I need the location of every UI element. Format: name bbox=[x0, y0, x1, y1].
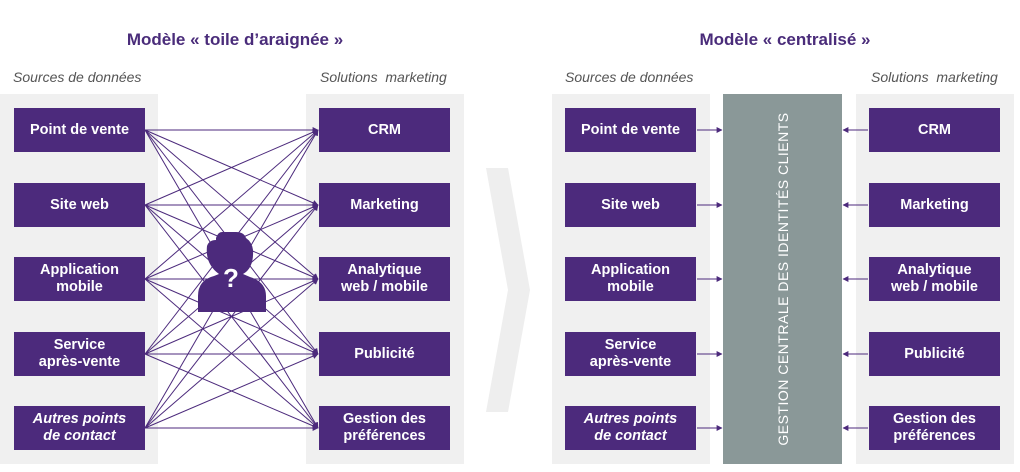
right-solution-crm: CRM bbox=[869, 108, 1000, 152]
right-source-service-apres-vente: Service après-vente bbox=[565, 332, 696, 376]
spider-connector-line bbox=[144, 129, 319, 280]
left-source-application-mobile: Application mobile bbox=[14, 257, 145, 301]
spider-connector-line bbox=[144, 129, 319, 206]
left-diagram-title: Modèle « toile d’araignée » bbox=[126, 30, 344, 49]
left-source-autres-points: Autres points de contact bbox=[14, 406, 145, 450]
question-mark-icon: ? bbox=[223, 263, 239, 293]
right-source-point-de-vente: Point de vente bbox=[565, 108, 696, 152]
right-solution-publicite: Publicité bbox=[869, 332, 1000, 376]
left-solution-marketing: Marketing bbox=[319, 183, 450, 227]
left-solution-gestion-preferences: Gestion des préférences bbox=[319, 406, 450, 450]
right-sources-label: Sources de données bbox=[565, 69, 694, 85]
left-source-point-de-vente: Point de vente bbox=[14, 108, 145, 152]
spider-connector-line bbox=[144, 278, 319, 429]
right-source-site-web: Site web bbox=[565, 183, 696, 227]
right-solution-marketing: Marketing bbox=[869, 183, 1000, 227]
left-solution-crm: CRM bbox=[319, 108, 450, 152]
right-source-application-mobile: Application mobile bbox=[565, 257, 696, 301]
right-solutions-label: Solutions marketing bbox=[871, 69, 998, 85]
left-solution-analytique: Analytique web / mobile bbox=[319, 257, 450, 301]
left-sources-label: Sources de données bbox=[13, 69, 142, 85]
chevron-right-icon bbox=[486, 168, 530, 412]
spider-connector-line bbox=[144, 204, 319, 429]
spider-connector-line bbox=[144, 353, 319, 429]
left-source-service-apres-vente: Service après-vente bbox=[14, 332, 145, 376]
right-solution-gestion-preferences: Gestion des préférences bbox=[869, 406, 1000, 450]
right-diagram-title: Modèle « centralisé » bbox=[699, 30, 871, 49]
left-solution-publicite: Publicité bbox=[319, 332, 450, 376]
left-source-site-web: Site web bbox=[14, 183, 145, 227]
left-solutions-label: Solutions marketing bbox=[320, 69, 447, 85]
right-solution-analytique: Analytique web / mobile bbox=[869, 257, 1000, 301]
central-identity-bar: GESTION CENTRALE DES IDENTITÉS CLIENTS bbox=[723, 94, 842, 464]
unknown-person-icon: ? bbox=[198, 232, 266, 312]
right-source-autres-points: Autres points de contact bbox=[565, 406, 696, 450]
